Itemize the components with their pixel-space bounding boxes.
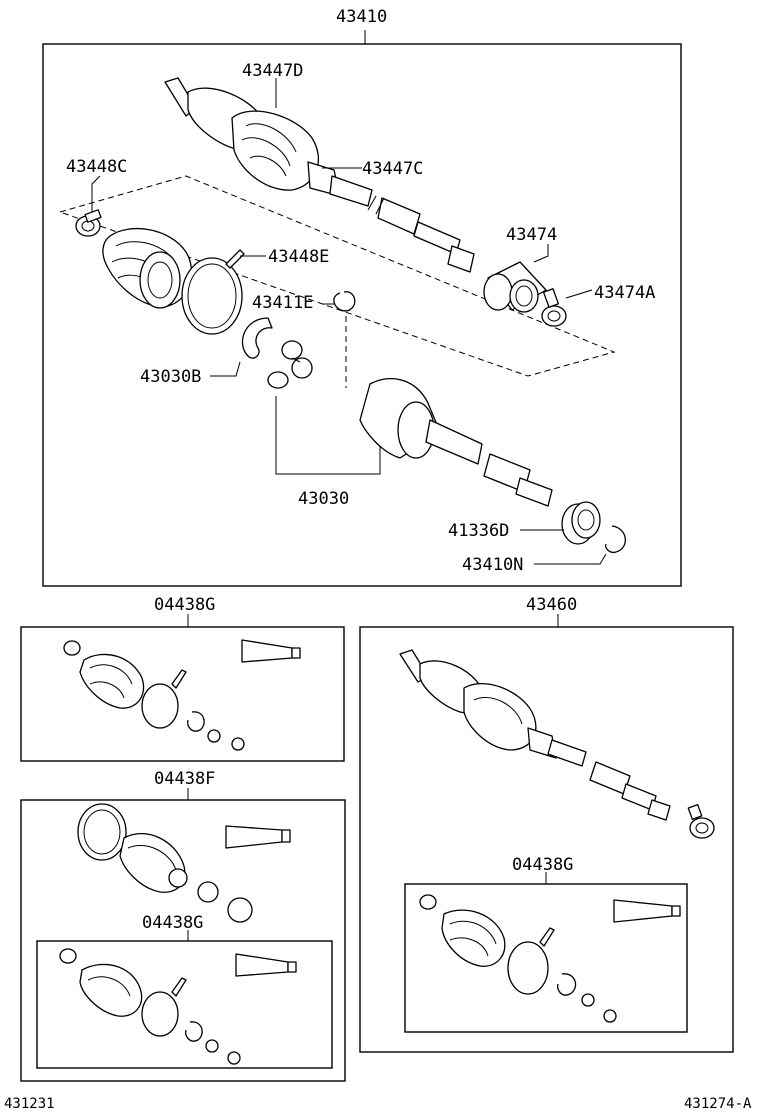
label-43030B[interactable]: 43030B [140, 367, 201, 387]
hole-snap-ring-43410N [604, 525, 626, 554]
assembly-43410-group: 43410 43447D 43447C [42, 7, 682, 587]
damper-43474 [483, 261, 547, 313]
kit-04438G-group: 04438G [20, 595, 345, 762]
dashed-subassembly-outline [59, 175, 616, 377]
outer-drive-shaft [164, 77, 475, 273]
label-43410[interactable]: 43410 [336, 7, 387, 27]
dust-seal-41336D [561, 501, 601, 545]
label-43460[interactable]: 43460 [526, 595, 577, 615]
clamp-43448C [75, 209, 102, 237]
snap-ring-43411E [333, 291, 356, 312]
label-43447D[interactable]: 43447D [242, 61, 303, 81]
label-43448C[interactable]: 43448C [66, 157, 127, 177]
footer-code-right: 431274-A [684, 1096, 752, 1112]
assembly-43460-frame [359, 626, 734, 1053]
label-kit-04438F[interactable]: 04438F [154, 769, 215, 789]
label-kit-right-04438G[interactable]: 04438G [512, 855, 573, 875]
ring-43030B [241, 317, 273, 359]
label-43410N[interactable]: 43410N [462, 555, 523, 575]
label-43448E[interactable]: 43448E [268, 247, 329, 267]
kit-04438G-frame [20, 626, 345, 762]
tripod-joint [267, 340, 313, 389]
label-43447C[interactable]: 43447C [362, 159, 423, 179]
label-43474[interactable]: 43474 [506, 225, 557, 245]
kit-04438F-inner-frame [36, 940, 333, 1069]
kit-04438F-frame [20, 799, 346, 1082]
clamp-43474A [541, 288, 567, 327]
label-43030[interactable]: 43030 [298, 489, 349, 509]
right-drive-shaft [399, 649, 671, 821]
label-41336D[interactable]: 41336D [448, 521, 509, 541]
assembly-43460-group: 43460 04438G [359, 595, 734, 1053]
kit-04438F-group: 04438F 04438G [20, 769, 346, 1082]
assembly-43410-frame [42, 43, 682, 587]
footer-code-left: 431231 [4, 1096, 55, 1112]
label-43411E[interactable]: 43411E [252, 293, 313, 313]
label-43474A[interactable]: 43474A [594, 283, 655, 303]
inner-boot [102, 228, 193, 309]
band-clamp-43448E [181, 249, 245, 335]
label-kit-04438G[interactable]: 04438G [154, 595, 215, 615]
label-kit-04438F-inner[interactable]: 04438G [142, 913, 203, 933]
inner-joint-housing [359, 377, 553, 507]
